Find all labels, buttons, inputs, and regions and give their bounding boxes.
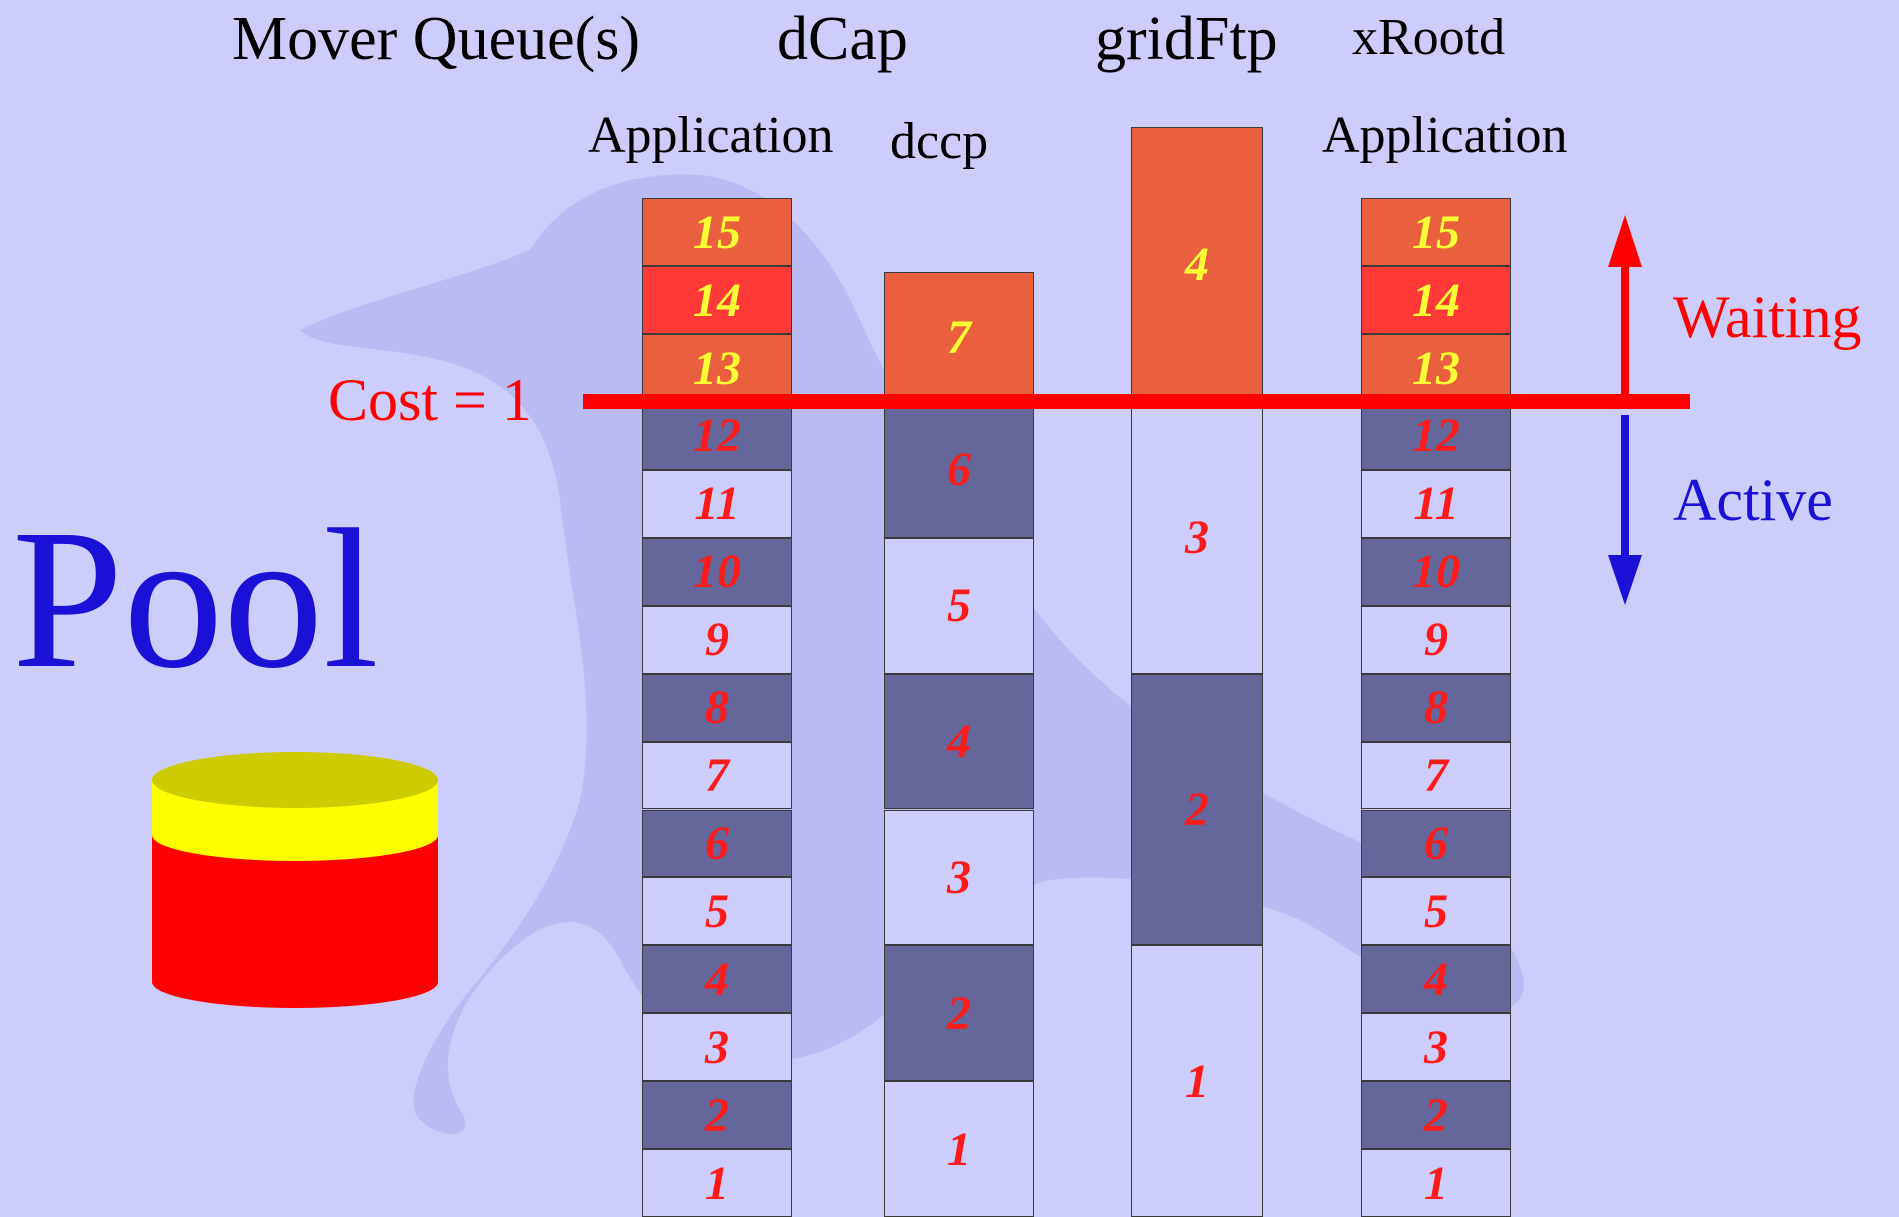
cost-threshold-line	[583, 394, 1690, 409]
queue-1-active-slot-2: 2	[642, 1081, 792, 1150]
queue-4-waiting-slot-14: 14	[1361, 266, 1511, 334]
queue-4-active-slot-9: 9	[1361, 605, 1511, 674]
queue-4-active-slot-3: 3	[1361, 1013, 1511, 1082]
queue-4-active-slot-2: 2	[1361, 1081, 1511, 1150]
queue-4-active-slot-4: 4	[1361, 945, 1511, 1014]
xrootd-application-label: Application	[1322, 107, 1568, 164]
waiting-active-arrows	[1608, 215, 1642, 605]
queue-4-active-slot-6: 6	[1361, 809, 1511, 878]
queue-1-active-slot-11: 11	[642, 469, 792, 538]
queue-2-active-slot-1: 1	[884, 1081, 1034, 1217]
queue-1-active-slot-1: 1	[642, 1149, 792, 1217]
queue-4-active-slot-1: 1	[1361, 1149, 1511, 1217]
queue-3-waiting-slot-4: 4	[1131, 127, 1263, 402]
queue-1-waiting-slot-14: 14	[642, 266, 792, 334]
queue-4-active-slot-12: 12	[1361, 402, 1511, 470]
mover-queues-title: Mover Queue(s)	[232, 5, 641, 73]
queue-1-active-slot-7: 7	[642, 741, 792, 810]
pool-database-icon	[152, 752, 438, 1008]
queue-2-waiting-slot-7: 7	[884, 272, 1034, 402]
queue-1-active-slot-4: 4	[642, 945, 792, 1014]
queue-4-active-slot-11: 11	[1361, 469, 1511, 538]
legend-active: Active	[1673, 467, 1833, 533]
queue-4-active-slot-7: 7	[1361, 741, 1511, 810]
dcap-header: dCap	[777, 5, 908, 73]
queue-1-active-slot-5: 5	[642, 877, 792, 946]
queue-2-active-slot-4: 4	[884, 673, 1034, 810]
queue-4-waiting-slot-15: 15	[1361, 198, 1511, 266]
queue-1-waiting-slot-15: 15	[642, 198, 792, 266]
queue-3-active-slot-3: 3	[1131, 402, 1263, 674]
queue-1-active-slot-3: 3	[642, 1013, 792, 1082]
queue-1-active-slot-8: 8	[642, 673, 792, 742]
queue-3-active-slot-1: 1	[1131, 945, 1263, 1217]
queue-2-active-slot-3: 3	[884, 809, 1034, 946]
legend-waiting: Waiting	[1673, 284, 1862, 350]
dcap-application-label: Application	[588, 107, 834, 164]
queue-1-active-slot-6: 6	[642, 809, 792, 878]
pool-title: Pool	[12, 489, 379, 710]
queue-2-active-slot-5: 5	[884, 537, 1034, 674]
cost-label: Cost = 1	[328, 367, 532, 433]
queue-2-active-slot-2: 2	[884, 945, 1034, 1082]
dccp-label: dccp	[890, 113, 989, 170]
queue-4-active-slot-10: 10	[1361, 537, 1511, 606]
queue-1-waiting-slot-13: 13	[642, 334, 792, 402]
queue-4-active-slot-8: 8	[1361, 673, 1511, 742]
queue-2-active-slot-6: 6	[884, 402, 1034, 538]
xrootd-header: xRootd	[1352, 9, 1506, 66]
queue-4-active-slot-5: 5	[1361, 877, 1511, 946]
queue-1-active-slot-12: 12	[642, 402, 792, 470]
queue-4-waiting-slot-13: 13	[1361, 334, 1511, 402]
queue-3-active-slot-2: 2	[1131, 673, 1263, 946]
queue-1-active-slot-10: 10	[642, 537, 792, 606]
queue-1-active-slot-9: 9	[642, 605, 792, 674]
gridftp-header: gridFtp	[1095, 5, 1278, 73]
